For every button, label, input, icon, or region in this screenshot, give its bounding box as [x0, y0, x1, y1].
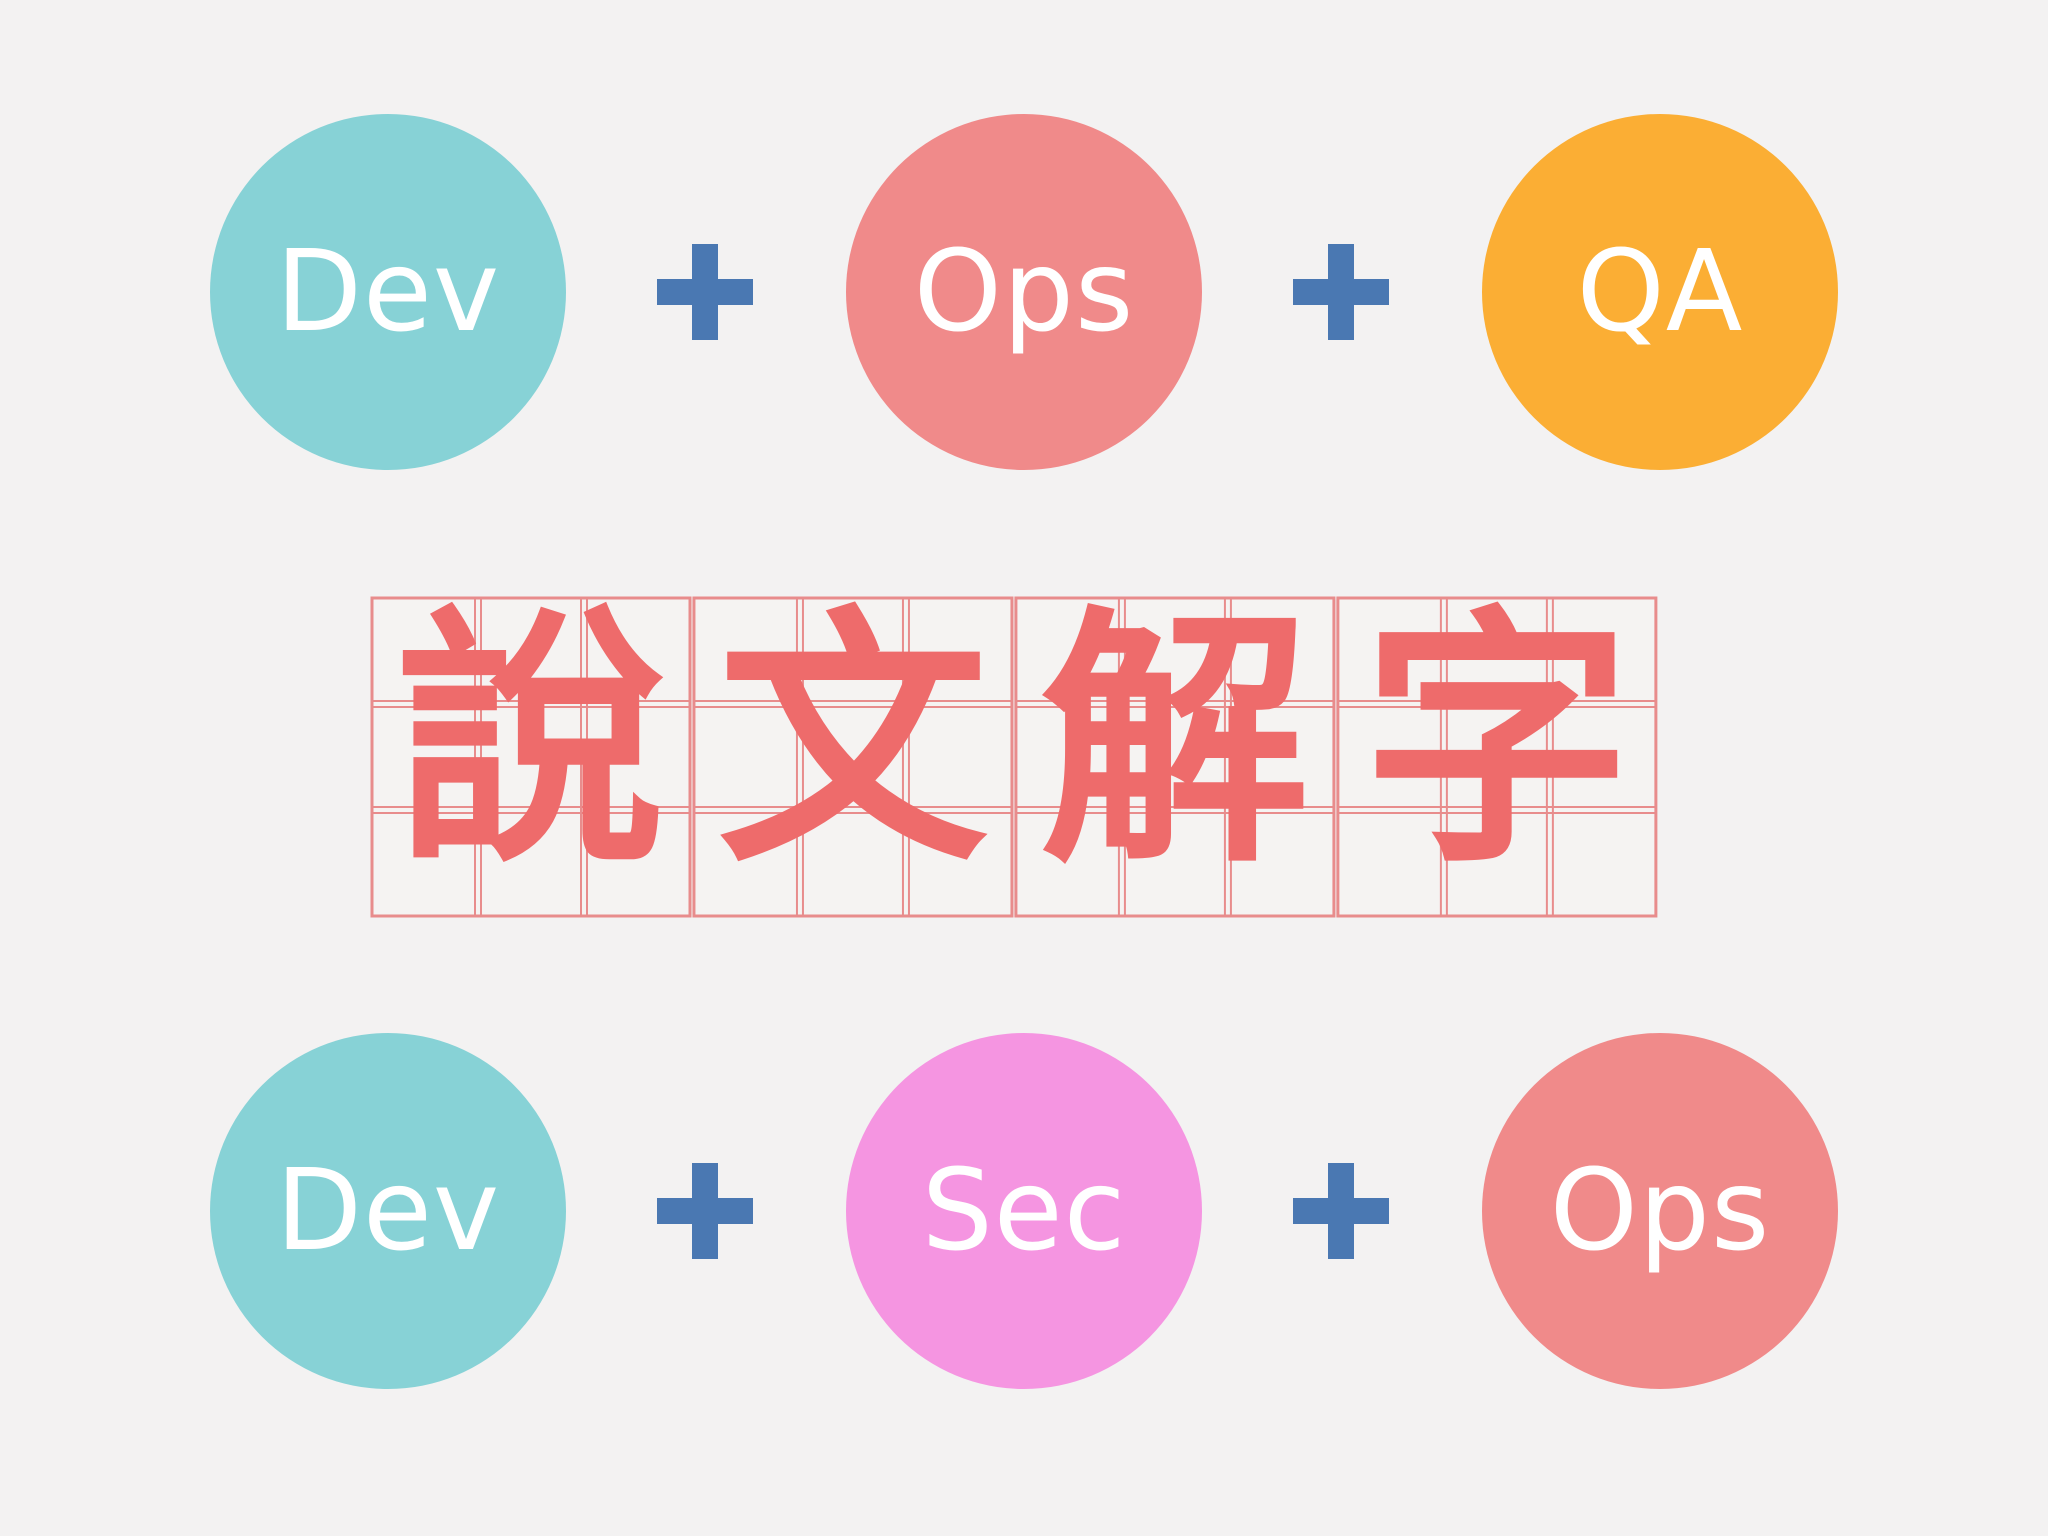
calligraphy-char: 解	[1040, 594, 1310, 899]
calligraphy-char-box: 文	[692, 594, 1014, 918]
ops-label: Ops	[1549, 1146, 1771, 1276]
calligraphy-title: 說文解字	[368, 594, 1682, 920]
dev-label: Dev	[275, 1146, 501, 1276]
qa-circle: QA	[1482, 114, 1838, 470]
calligraphy-char-box: 字	[1336, 594, 1658, 918]
dev-circle: Dev	[210, 114, 566, 470]
sec-circle: Sec	[846, 1033, 1202, 1389]
qa-label: QA	[1576, 227, 1744, 357]
ops-label: Ops	[913, 227, 1135, 357]
calligraphy-char-box: 解	[1014, 594, 1336, 918]
dev-label: Dev	[275, 227, 501, 357]
sec-label: Sec	[921, 1146, 1127, 1276]
dev-circle: Dev	[210, 1033, 566, 1389]
plus-icon	[657, 1163, 753, 1259]
calligraphy-char-box: 說	[370, 594, 692, 918]
bottom-formula-row: Dev Sec Ops	[0, 1033, 2048, 1389]
calligraphy-char: 說	[396, 594, 666, 899]
calligraphy-char: 字	[1362, 594, 1632, 899]
top-formula-row: Dev Ops QA	[0, 114, 2048, 470]
plus-icon	[657, 244, 753, 340]
ops-circle: Ops	[846, 114, 1202, 470]
ops-circle: Ops	[1482, 1033, 1838, 1389]
calligraphy-char: 文	[718, 594, 988, 899]
plus-icon	[1293, 244, 1389, 340]
plus-icon	[1293, 1163, 1389, 1259]
